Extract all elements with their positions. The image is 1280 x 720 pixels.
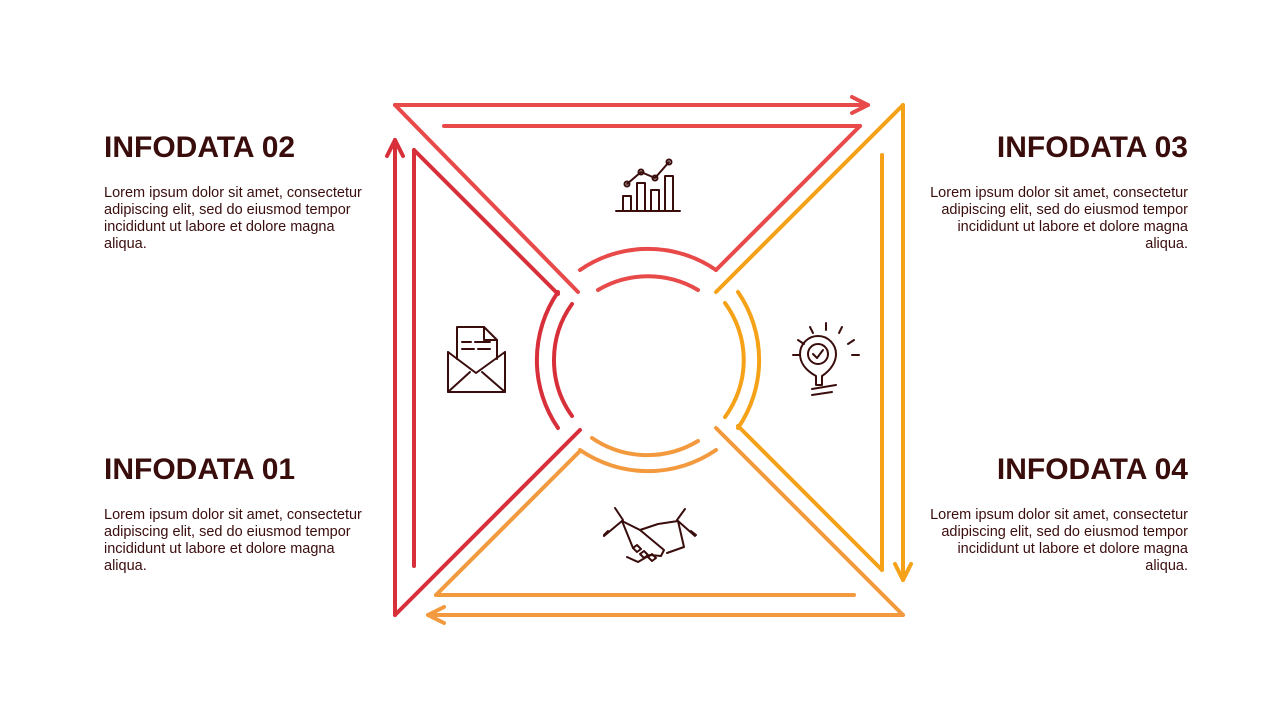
lightbulb-icon <box>792 322 860 396</box>
left-arrowhead <box>385 138 405 158</box>
left-segment <box>385 138 582 617</box>
infodata-04-title: INFODATA 04 <box>996 453 1188 486</box>
top-arc <box>578 246 718 272</box>
left-triangle-top-edge <box>412 148 560 296</box>
infodata-02-block: INFODATA 02 Lorem ipsum dolor sit amet, … <box>104 131 364 253</box>
right-arrowhead <box>893 562 913 582</box>
inner-arc-top <box>596 274 700 292</box>
left-triangle-bottom-edge <box>393 428 582 617</box>
bottom-arrowhead <box>426 605 446 625</box>
bottom-arc <box>578 448 718 474</box>
inner-arc-left <box>552 302 574 418</box>
infodata-02-text: Lorem ipsum dolor sit amet, consectetur … <box>104 185 362 252</box>
right-triangle-top-edge <box>714 103 905 294</box>
infodata-01-block: INFODATA 01 Lorem ipsum dolor sit amet, … <box>104 453 364 575</box>
infodata-03-title: INFODATA 03 <box>996 131 1188 164</box>
top-triangle-right-edge <box>714 124 862 272</box>
bottom-triangle-left-edge <box>434 449 582 597</box>
infodata-03-text: Lorem ipsum dolor sit amet, consectetur … <box>930 185 1188 252</box>
right-segment <box>714 103 913 582</box>
infodata-01-text: Lorem ipsum dolor sit amet, consectetur … <box>104 507 362 574</box>
inner-arc-right <box>723 301 746 419</box>
top-arrowhead <box>850 95 870 115</box>
handshake-icon <box>603 507 697 563</box>
left-arc <box>534 290 560 430</box>
right-triangle-bottom-edge <box>736 424 884 572</box>
infodata-02-title: INFODATA 02 <box>104 131 296 164</box>
mail-document-icon <box>447 326 506 393</box>
inner-arc-bottom <box>590 436 700 458</box>
infodata-03-block: INFODATA 03 Lorem ipsum dolor sit amet, … <box>928 131 1188 253</box>
infodata-04-block: INFODATA 04 Lorem ipsum dolor sit amet, … <box>928 453 1188 575</box>
bar-chart-icon <box>615 158 681 212</box>
bottom-segment <box>426 426 905 625</box>
inner-circle <box>552 274 746 458</box>
right-arc <box>736 290 762 430</box>
infodata-01-title: INFODATA 01 <box>104 453 296 486</box>
infodata-04-text: Lorem ipsum dolor sit amet, consectetur … <box>930 507 1188 574</box>
bottom-triangle-right-edge <box>714 426 905 617</box>
top-triangle-left-edge <box>393 103 580 294</box>
top-segment <box>393 95 870 294</box>
